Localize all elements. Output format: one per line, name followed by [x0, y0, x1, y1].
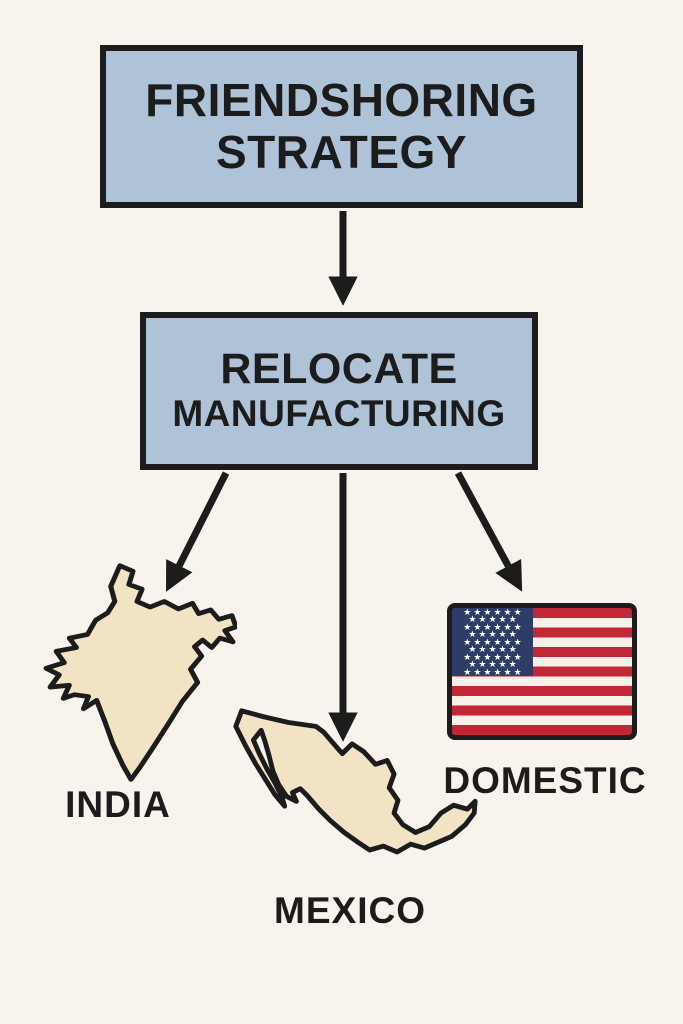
destination-label-mexico: MEXICO [274, 890, 426, 931]
destination-label-domestic: DOMESTIC [443, 760, 647, 801]
step-box: RELOCATE MANUFACTURING [140, 312, 538, 470]
flag-star-row: ★★★★★★ [463, 636, 524, 647]
flag-star-row: ★★★★★★ [463, 608, 524, 617]
mexico-map-icon [233, 708, 478, 855]
step-box-line2: MANUFACTURING [172, 393, 506, 435]
india-outline [43, 563, 237, 782]
step-box-line1: RELOCATE [220, 345, 458, 394]
flag-star-row: ★★★★★ [468, 644, 519, 655]
title-box-line2: STRATEGY [215, 125, 468, 178]
india-map-icon [43, 563, 237, 782]
us-flag-stars: ★★★★★★★★★★★★★★★★★★★★★★★★★★★★★★★★★★★★★★★★… [452, 608, 533, 677]
arrow-relocate-to-domestic [454, 471, 523, 592]
title-box-line1: FRIENDSHORING [145, 73, 538, 126]
flag-star-row: ★★★★★ [468, 614, 519, 625]
flag-star-row: ★★★★★★ [463, 666, 524, 677]
us-flag-icon: ★★★★★★★★★★★★★★★★★★★★★★★★★★★★★★★★★★★★★★★★… [447, 603, 637, 740]
mexico-outline [233, 708, 478, 855]
flag-star-row: ★★★★★ [468, 629, 519, 640]
flag-star-row: ★★★★★★ [463, 621, 524, 632]
destination-label-india: INDIA [65, 784, 171, 825]
flag-star-row: ★★★★★★ [463, 651, 524, 662]
title-box: FRIENDSHORING STRATEGY [100, 45, 583, 208]
flag-star-row: ★★★★★ [468, 659, 519, 670]
